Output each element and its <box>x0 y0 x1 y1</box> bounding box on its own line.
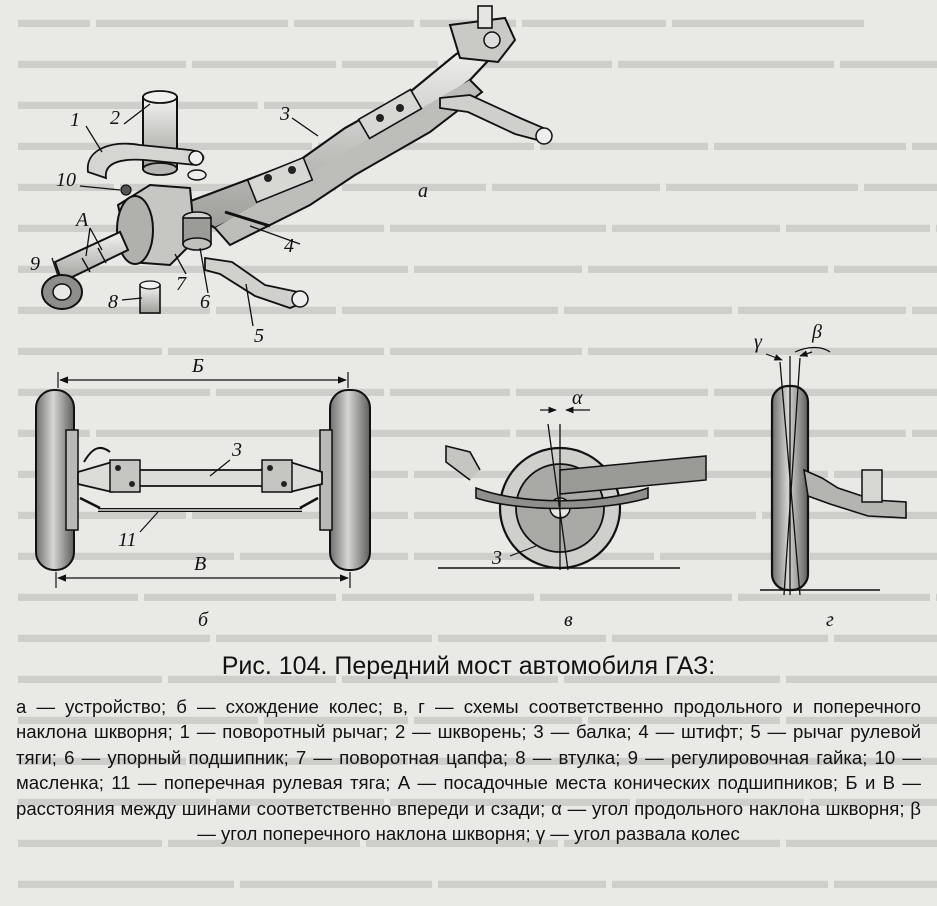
label-alpha: α <box>572 387 583 409</box>
label-8-bushing: 8 <box>108 291 118 313</box>
view-a-axle-assembly: 1 2 3 4 5 6 7 8 9 10 А а <box>30 5 553 347</box>
view-g-camber: γ β г <box>754 321 907 631</box>
spring-pad-left <box>246 156 314 204</box>
label-3-beam: 3 <box>279 103 290 125</box>
label-beta: β <box>811 321 822 343</box>
label-view-g: г <box>826 609 834 631</box>
right-knuckle <box>448 16 517 64</box>
label-6-thrust-bearing: 6 <box>200 291 210 313</box>
lock-pin <box>224 210 271 228</box>
label-V-rear: В <box>194 553 206 575</box>
label-view-v: в <box>564 609 573 631</box>
label-gamma: γ <box>754 331 763 353</box>
label-2-kingpin: 2 <box>110 107 120 129</box>
label-1-steering-lever: 1 <box>70 109 80 131</box>
label-B-front: Б <box>191 355 204 377</box>
view-v-caster: α 3 в <box>438 387 707 631</box>
grease-fitting <box>120 184 132 196</box>
spring-pad-right <box>357 88 423 140</box>
figure-title: Рис. 104. Передний мост автомобиля ГАЗ: <box>221 652 716 680</box>
front-axle-drawing: 1 2 3 4 5 6 7 8 9 10 А а <box>30 5 907 631</box>
label-9-nut: 9 <box>30 253 40 275</box>
label-4-pin: 4 <box>284 235 294 257</box>
leaf-spring <box>475 486 649 510</box>
label-view-a: а <box>418 180 428 202</box>
label-7-spindle: 7 <box>176 273 187 295</box>
axle-beam <box>177 36 502 230</box>
tie-rod-arm <box>204 256 307 309</box>
thrust-bearing <box>182 169 212 251</box>
label-10-grease-fitting: 10 <box>56 169 76 191</box>
label-5-tie-rod-arm: 5 <box>254 325 264 347</box>
label-11-tie-rod: 11 <box>118 529 137 551</box>
figure-legend: а — устройство; б — схождение колес; в, … <box>16 696 921 845</box>
label-view-b: б <box>198 609 209 631</box>
bushing <box>139 280 161 314</box>
label-A-bearing-seats: А <box>74 209 89 231</box>
wheel-right <box>329 389 371 571</box>
label-3-beam-top: 3 <box>231 439 242 461</box>
label-3-side: 3 <box>491 547 502 569</box>
adjusting-nut <box>41 274 83 310</box>
view-b-toe-in: Б В 3 11 б <box>35 355 371 631</box>
